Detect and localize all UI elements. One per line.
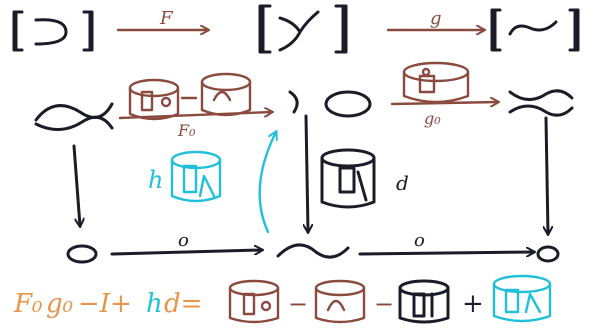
arrow-F0: F₀ bbox=[118, 112, 272, 140]
label-o-left: o bbox=[178, 230, 189, 251]
mid-arc bbox=[288, 90, 299, 114]
eq-minus-I: −I+ bbox=[78, 289, 132, 319]
arrow-o-left: o bbox=[110, 230, 262, 256]
cobordism-F0-left bbox=[128, 78, 180, 121]
eq-op-minus-2: − bbox=[374, 290, 394, 318]
top-left-bracket-object bbox=[12, 10, 94, 52]
eq-F0: F₀ bbox=[13, 289, 43, 319]
arrow-down-mid bbox=[306, 114, 308, 232]
bottom-right-circle bbox=[536, 245, 560, 263]
arrow-g0: g₀ bbox=[390, 102, 498, 128]
bottom-mid-wave bbox=[276, 243, 350, 259]
eq-h: h bbox=[146, 289, 163, 319]
eq-term-2 bbox=[314, 279, 366, 324]
arrow-F: F bbox=[116, 8, 208, 30]
arrow-g: g bbox=[386, 8, 484, 30]
label-F0: F₀ bbox=[177, 121, 196, 140]
bottom-left-circle bbox=[66, 244, 98, 264]
right-wave bbox=[508, 89, 574, 117]
arrow-o-right: o bbox=[358, 230, 534, 254]
left-wave bbox=[34, 102, 114, 131]
label-h: h bbox=[148, 166, 163, 194]
eq-term-4 bbox=[492, 274, 552, 323]
eq-d: d= bbox=[164, 289, 202, 319]
label-F: F bbox=[159, 8, 174, 29]
label-o-right: o bbox=[414, 230, 425, 251]
mid-circle bbox=[324, 90, 372, 118]
eq-g0: g₀ bbox=[46, 289, 74, 319]
eq-op-minus-1: − bbox=[288, 290, 308, 318]
cobordism-h: h bbox=[148, 150, 222, 203]
eq-term-3 bbox=[398, 279, 450, 324]
equation: F₀ g₀ −I+ h d= − − + bbox=[13, 274, 552, 324]
eq-term-1 bbox=[228, 279, 280, 324]
cobordism-d: d bbox=[320, 148, 409, 209]
eq-op-plus: + bbox=[462, 289, 484, 319]
top-right-bracket-object bbox=[490, 8, 580, 52]
label-d: d bbox=[396, 171, 409, 195]
cobordism-g0 bbox=[402, 61, 470, 104]
label-g0: g₀ bbox=[424, 109, 441, 128]
label-g: g bbox=[430, 8, 442, 29]
arrow-down-left bbox=[72, 144, 80, 226]
arrow-down-right bbox=[546, 116, 548, 234]
top-mid-bracket-object bbox=[258, 4, 348, 54]
arrow-h-cyan bbox=[258, 132, 276, 234]
cobordism-F0-right bbox=[200, 72, 252, 117]
